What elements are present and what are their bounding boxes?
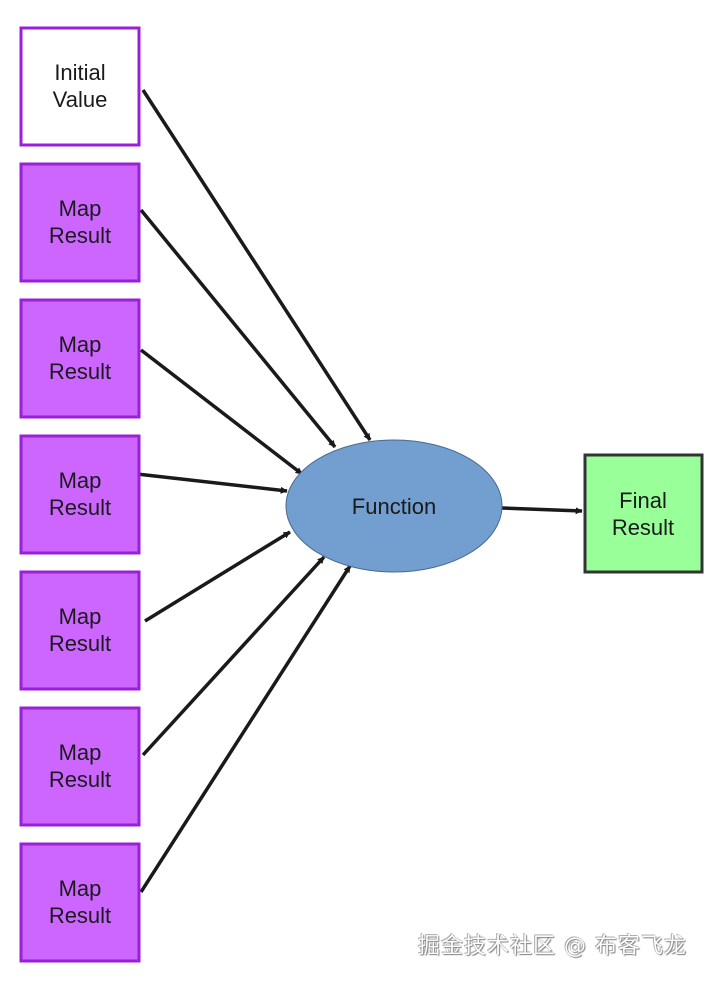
watermark: 掘金技术社区 @ 布客飞龙 [418,934,687,959]
input-arrow [136,472,288,494]
input-arrow [139,208,337,449]
final-result-line2: Result [612,515,674,540]
input-arrow [144,530,291,623]
node-label-line1: Map [59,876,102,901]
node-label-line2: Value [53,87,108,112]
node-label-line1: Map [59,740,102,765]
map-result-box [19,706,141,827]
node-label-line2: Result [49,903,111,928]
initial-value-box [19,26,141,147]
input-arrow [139,565,352,893]
map-result-box [19,570,141,691]
node-label-line2: Result [49,767,111,792]
output-arrow [501,506,583,515]
node-label-line1: Map [59,332,102,357]
input-arrow [141,555,326,757]
node-label-line2: Result [49,495,111,520]
node-label-line2: Result [49,223,111,248]
node-label-line2: Result [49,359,111,384]
map-result-box [19,842,141,963]
node-label-line1: Map [59,468,102,493]
final-result-box [583,453,704,574]
final-result-node: Final Result [583,453,704,574]
function-node: Function [285,439,503,573]
input-boxes: InitialValueMapResultMapResultMapResultM… [19,26,141,963]
node-label-line1: Map [59,604,102,629]
map-result-box [19,434,141,555]
node-label-line2: Result [49,631,111,656]
input-arrow [139,348,304,476]
function-label: Function [352,494,436,519]
arrows-layer [136,89,583,893]
final-result-line1: Final [619,488,667,513]
input-arrow [141,89,372,441]
node-label-line1: Map [59,196,102,221]
function-ellipse [285,439,503,573]
map-result-box [19,298,141,419]
node-label-line1: Initial [54,60,105,85]
map-result-box [19,162,141,283]
